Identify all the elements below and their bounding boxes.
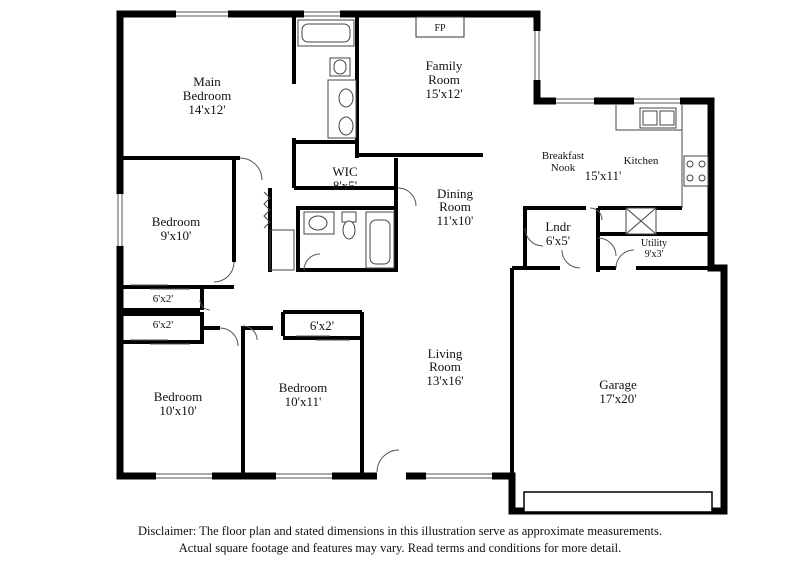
wic-name: WIC	[332, 164, 357, 179]
bedroom-3-dims: 10'x10'	[159, 403, 196, 418]
kitchen-counter	[615, 105, 709, 235]
utility-name: Utility	[641, 238, 667, 249]
breakfast-nook-name-1: Breakfast	[542, 150, 584, 162]
family-room-name-2: Room	[428, 72, 460, 87]
main-bedroom-name-2: Bedroom	[183, 88, 231, 103]
closet-c-dims: 6'x2'	[310, 318, 334, 333]
door-swings	[199, 157, 635, 473]
windows	[116, 10, 680, 480]
disclaimer-line-1: Disclaimer: The floor plan and stated di…	[138, 524, 662, 538]
utility-dims: 9'x3'	[645, 249, 664, 260]
living-room-dims: 13'x16'	[426, 373, 463, 388]
lower-bath-fixtures	[303, 211, 395, 269]
disclaimer-line-2: Actual square footage and features may v…	[178, 541, 622, 555]
fireplace-label: FP	[434, 23, 446, 34]
floor-plan: Main Bedroom 14'x12' FP Family Room 15'x…	[116, 10, 728, 515]
dining-room-name-1: Dining	[437, 186, 474, 201]
breakfast-nook-name-2: Nook	[551, 162, 576, 174]
closet-a-dims: 6'x2'	[153, 293, 173, 305]
bedroom-4-name: Bedroom	[279, 380, 327, 395]
fireplace	[415, 16, 465, 38]
bedroom-4-dims: 10'x11'	[285, 394, 322, 409]
living-room-name-2: Room	[429, 359, 461, 374]
main-bedroom-dims: 14'x12'	[188, 102, 225, 117]
main-bedroom-name-1: Main	[193, 74, 221, 89]
family-room-dims: 15'x12'	[425, 86, 462, 101]
room-labels: Main Bedroom 14'x12' FP Family Room 15'x…	[152, 23, 667, 418]
disclaimer: Disclaimer: The floor plan and stated di…	[0, 523, 800, 557]
kitchen-name: Kitchen	[624, 155, 659, 167]
closet-doors	[130, 284, 350, 345]
kitchen-dims: 15'x11'	[585, 168, 622, 183]
bedroom-3-name: Bedroom	[154, 389, 202, 404]
garage-door	[523, 491, 713, 513]
laundry-dims: 6'x5'	[546, 233, 570, 248]
upper-bath-fixtures	[297, 19, 357, 139]
garage-dims: 17'x20'	[599, 391, 636, 406]
closet-b-dims: 6'x2'	[153, 319, 173, 331]
hall-shelving	[263, 191, 295, 271]
dining-room-name-2: Room	[439, 199, 471, 214]
wic-dims: 8'x5'	[333, 178, 357, 193]
family-room-name-1: Family	[426, 58, 463, 73]
laundry-name: Lndr	[545, 219, 571, 234]
living-room-name-1: Living	[428, 346, 463, 361]
garage-name: Garage	[599, 377, 637, 392]
bedroom-2-dims: 9'x10'	[161, 228, 192, 243]
bedroom-2-name: Bedroom	[152, 214, 200, 229]
dining-room-dims: 11'x10'	[437, 213, 474, 228]
